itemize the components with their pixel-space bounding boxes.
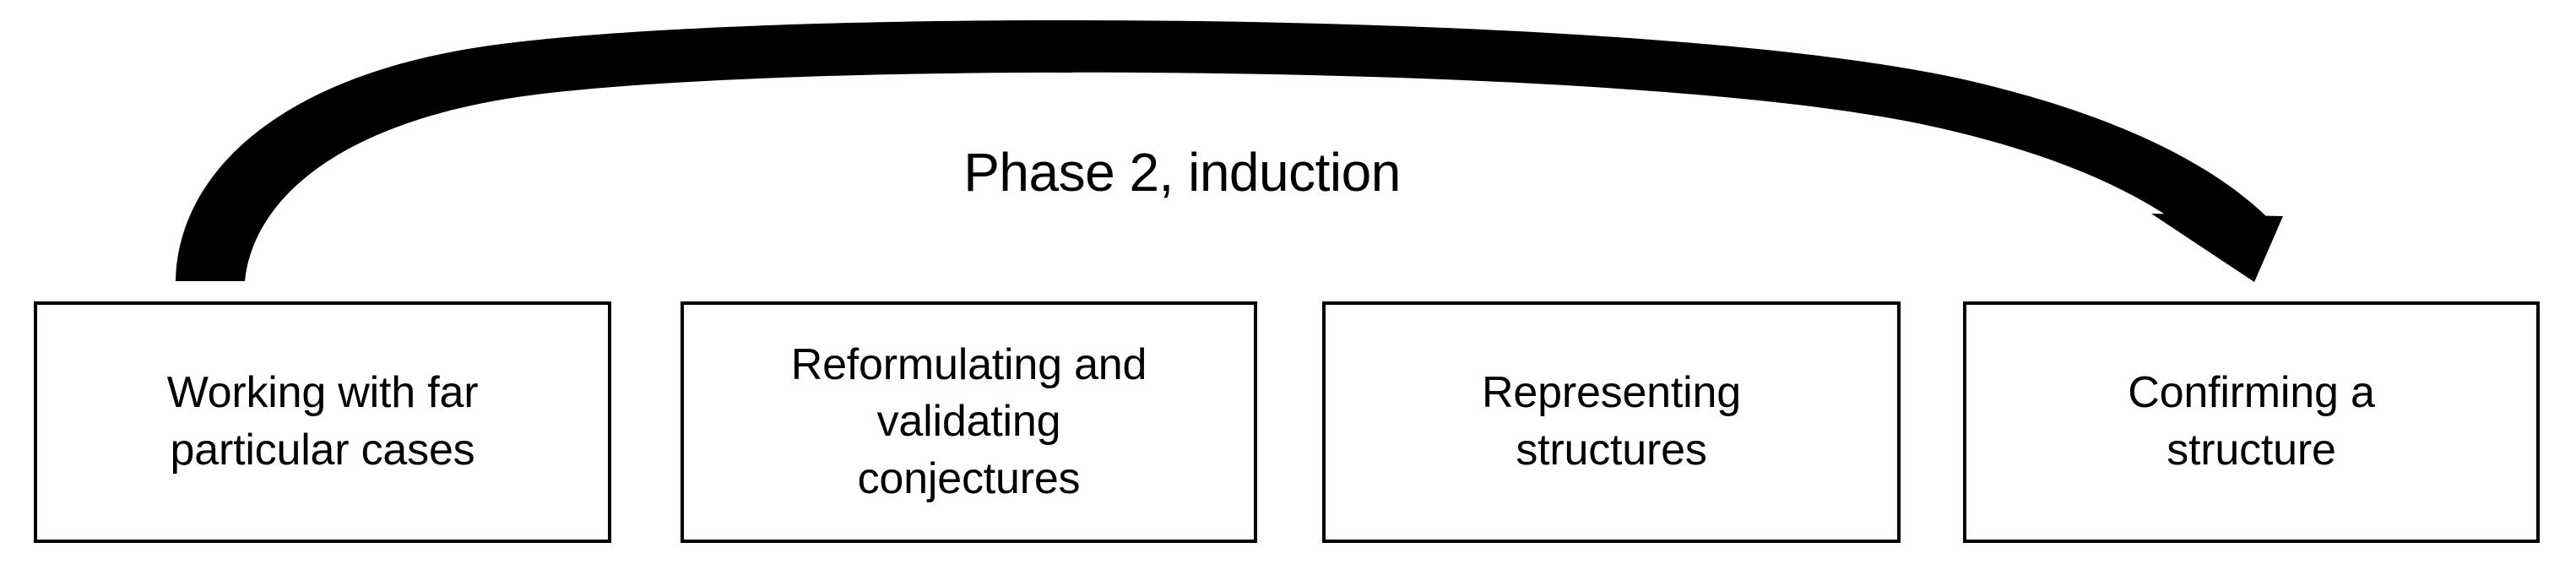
stage-box-representing-structures[interactable]: Representing structures: [1322, 301, 1901, 543]
stage-line: structure: [2167, 426, 2336, 475]
stage-line: Confirming a: [2128, 368, 2375, 418]
stage-box-working-with-far-particular-cases[interactable]: Working with far particular cases: [34, 301, 611, 543]
stage-line: Reformulating and: [790, 339, 1147, 389]
stage-box-label: Working with far particular cases: [152, 365, 494, 479]
stage-line: particular cases: [170, 426, 475, 475]
stage-line: conjectures: [857, 453, 1081, 503]
stage-box-reformulating-and-validating-conjectures[interactable]: Reformulating and validating conjectures: [681, 301, 1257, 543]
page-title: Phase 2, induction: [963, 142, 1401, 203]
stage-line: Representing: [1482, 368, 1741, 418]
stage-line: validating: [876, 397, 1061, 447]
stage-box-confirming-a-structure[interactable]: Confirming a structure: [1963, 301, 2540, 543]
stage-box-label: Reformulating and validating conjectures: [776, 337, 1163, 508]
stage-box-label: Confirming a structure: [2112, 365, 2389, 479]
stage-line: structures: [1516, 426, 1707, 475]
stage-line: Working with far: [166, 368, 479, 418]
induction-arrow-head: [2151, 214, 2283, 282]
stage-box-label: Representing structures: [1467, 365, 1756, 479]
